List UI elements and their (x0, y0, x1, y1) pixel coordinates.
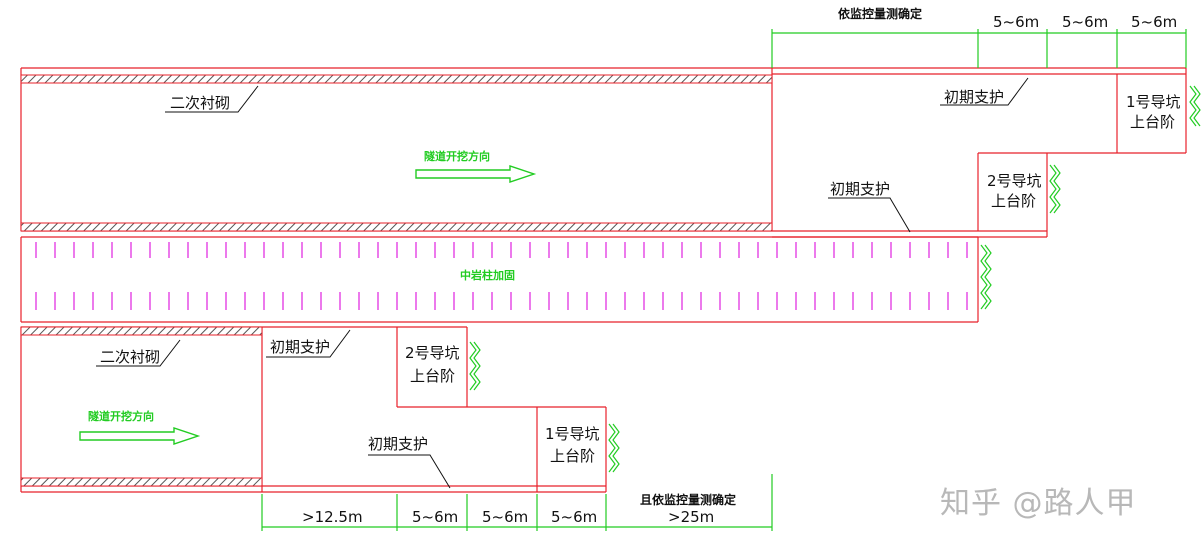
top-dim-3: 5~6m (1131, 13, 1177, 31)
bottom-dim-1: >12.5m (302, 508, 363, 526)
bottom-dim-3: 5~6m (482, 508, 528, 526)
lower-lining-hatch-top (20, 326, 263, 336)
bottom-dim-4: 5~6m (551, 508, 597, 526)
watermark: 知乎 @路人甲 (940, 486, 1137, 521)
rock-bolt-group (35, 242, 968, 310)
bottom-dim-2: 5~6m (412, 508, 458, 526)
upper-pilot2-bench-label: 上台阶 (991, 192, 1036, 210)
lower-direction-arrow (79, 427, 201, 445)
upper-lining-hatch-bottom (20, 222, 773, 232)
upper-pilot1-label: 1号导坑 (1126, 93, 1181, 111)
bottom-dim-min: >25m (668, 508, 714, 526)
upper-initial-support-label-left: 初期支护 (830, 180, 890, 198)
upper-pilot1-bench-label: 上台阶 (1130, 113, 1175, 131)
bottom-dim-monitor: 且依监控量测确定 (640, 492, 736, 507)
top-dimension-lines (771, 29, 1187, 68)
lower-pilot1-bench-label: 上台阶 (550, 447, 595, 465)
lower-lining-hatch-bottom (20, 477, 263, 487)
lower-pilot2-bench-label: 上台阶 (410, 367, 455, 385)
top-dim-1: 5~6m (993, 13, 1039, 31)
lower-direction-label: 隧道开挖方向 (88, 409, 154, 423)
lower-initial-support-label-bottom: 初期支护 (368, 435, 428, 453)
face-zigzag (473, 341, 481, 391)
middle-rock-label: 中岩柱加固 (460, 268, 515, 282)
face-zigzag (469, 341, 477, 391)
face-zigzag (1189, 85, 1197, 127)
top-dim-2: 5~6m (1062, 13, 1108, 31)
top-dim-monitor: 依监控量测确定 (838, 6, 922, 21)
upper-initial-support-label-right: 初期支护 (944, 88, 1004, 106)
face-zigzag (1193, 85, 1201, 127)
bottom-dimension-lines (261, 474, 773, 531)
lower-pilot1-label: 1号导坑 (545, 425, 600, 443)
face-zigzag (1049, 164, 1057, 214)
upper-pilot2-label: 2号导坑 (987, 172, 1042, 190)
lower-pilot2-label: 2号导坑 (405, 344, 460, 362)
face-zigzag (980, 244, 988, 310)
lower-initial-support-label-top: 初期支护 (270, 338, 330, 356)
face-zigzag (1053, 164, 1061, 214)
upper-direction-arrow (415, 165, 537, 183)
face-zigzag (984, 244, 992, 310)
leader-lines (96, 77, 1029, 489)
excavation-face-marks (469, 85, 1201, 473)
upper-lining-hatch-top (20, 74, 773, 84)
face-zigzag (612, 423, 620, 473)
upper-direction-label: 隧道开挖方向 (424, 149, 490, 163)
upper-secondary-lining-label: 二次衬砌 (170, 94, 230, 112)
middle-rock-pillar (20, 236, 979, 323)
face-zigzag (608, 423, 616, 473)
lower-secondary-lining-label: 二次衬砌 (100, 348, 160, 366)
